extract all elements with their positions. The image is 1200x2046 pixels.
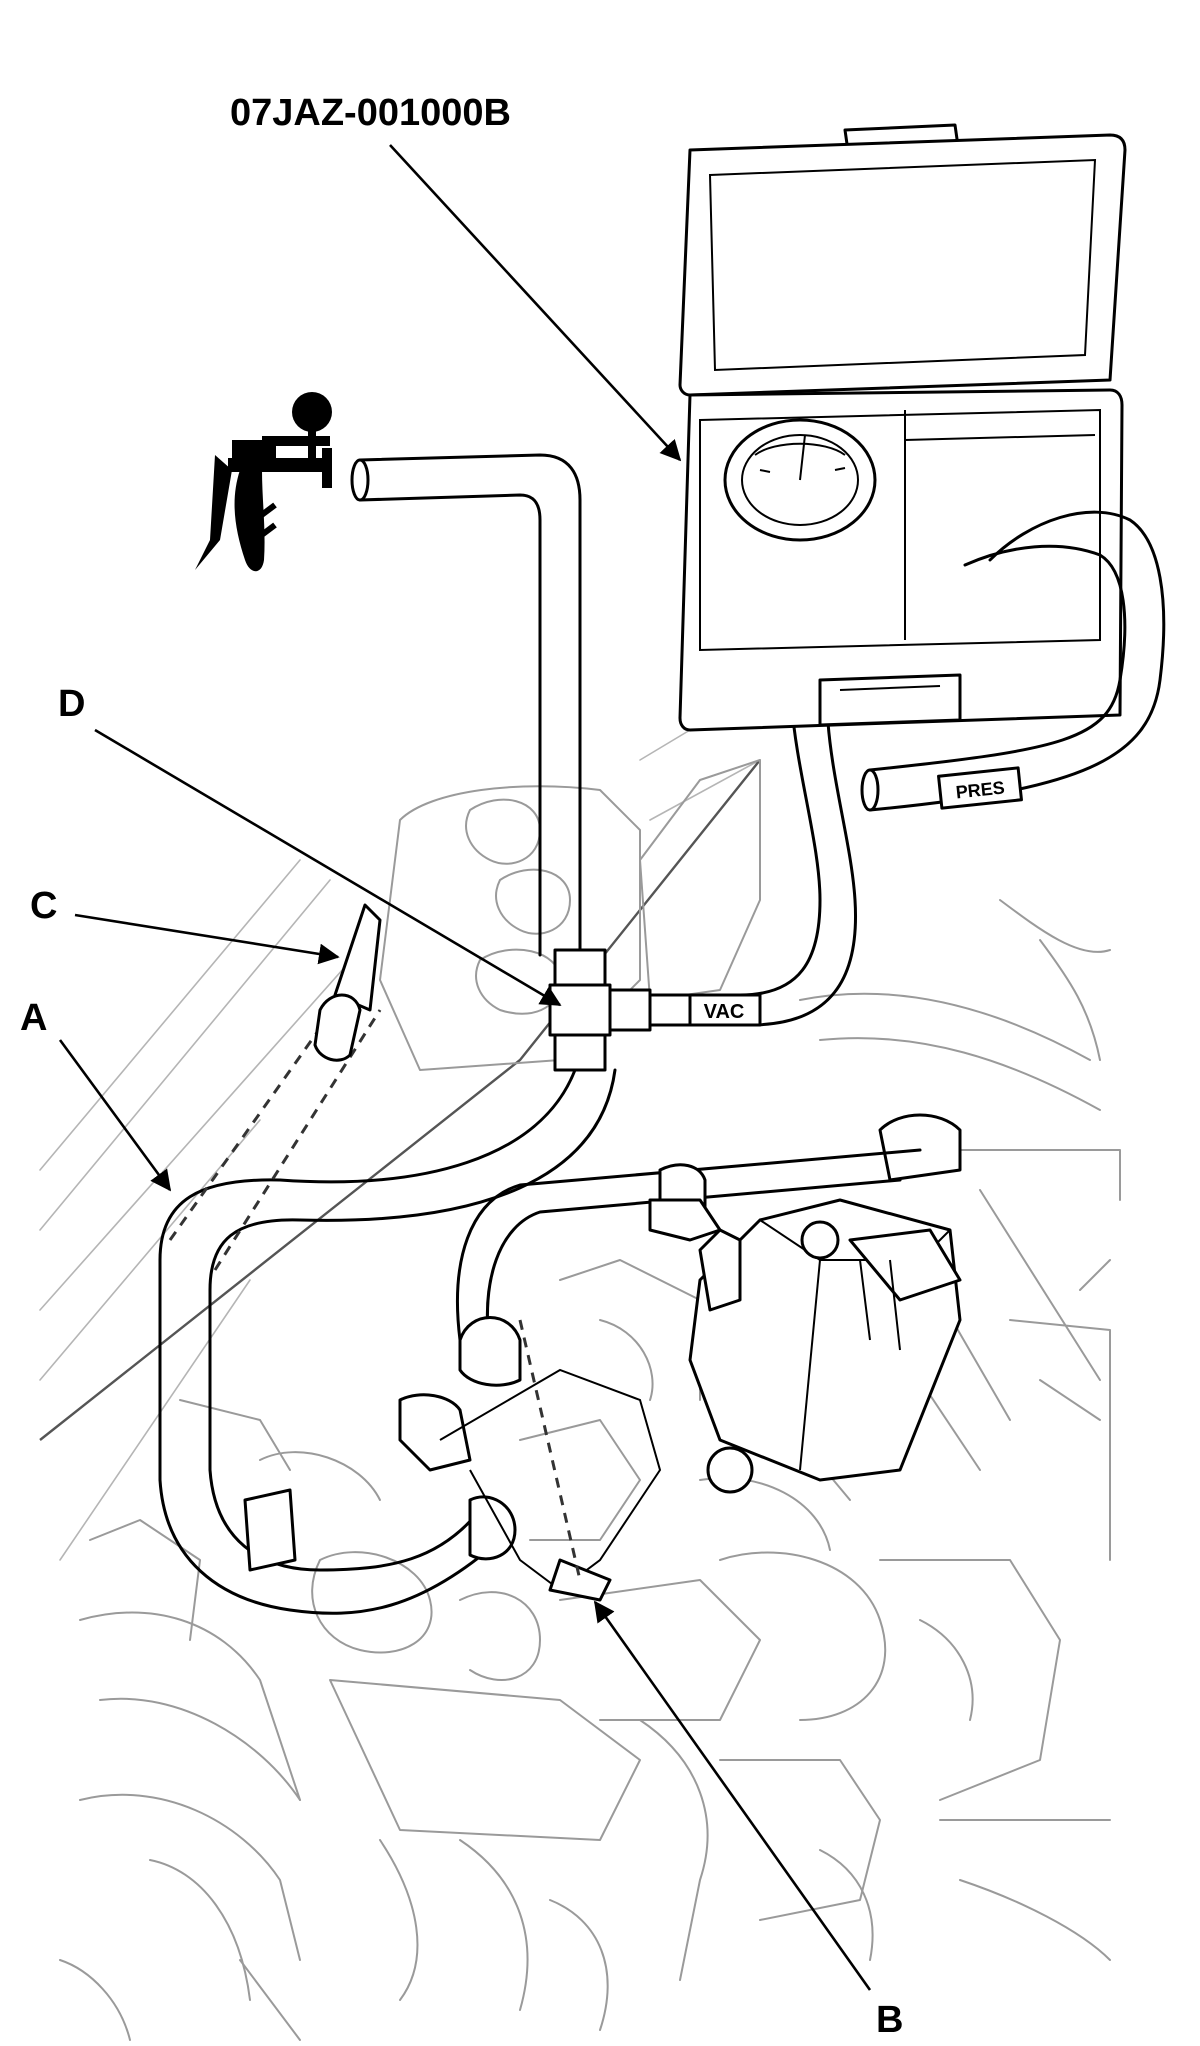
purge-hose [456,1148,922,1387]
t-fitting-d [548,948,692,1072]
purge-valve-assembly [688,1113,962,1494]
hose-a [158,999,617,1615]
callout-c: C [30,885,57,927]
vacuum-pump-hose [350,453,582,957]
tool-number-label: 07JAZ-001000B [230,92,511,134]
pressure-gauge-icon [723,418,877,542]
engine-bay-background [39,699,1121,2041]
pres-hose: PRES [860,510,1166,812]
vacuum-pump-icon [195,392,332,572]
vac-hose-mark: VAC [704,1001,745,1023]
port-c [313,903,382,1062]
callout-a: A [20,997,47,1039]
leader-lines [58,144,872,1991]
tester-case-icon [678,123,1127,732]
callout-b: B [876,1999,903,2041]
callout-d: D [58,683,85,725]
port-b-assembly [398,1319,662,1602]
